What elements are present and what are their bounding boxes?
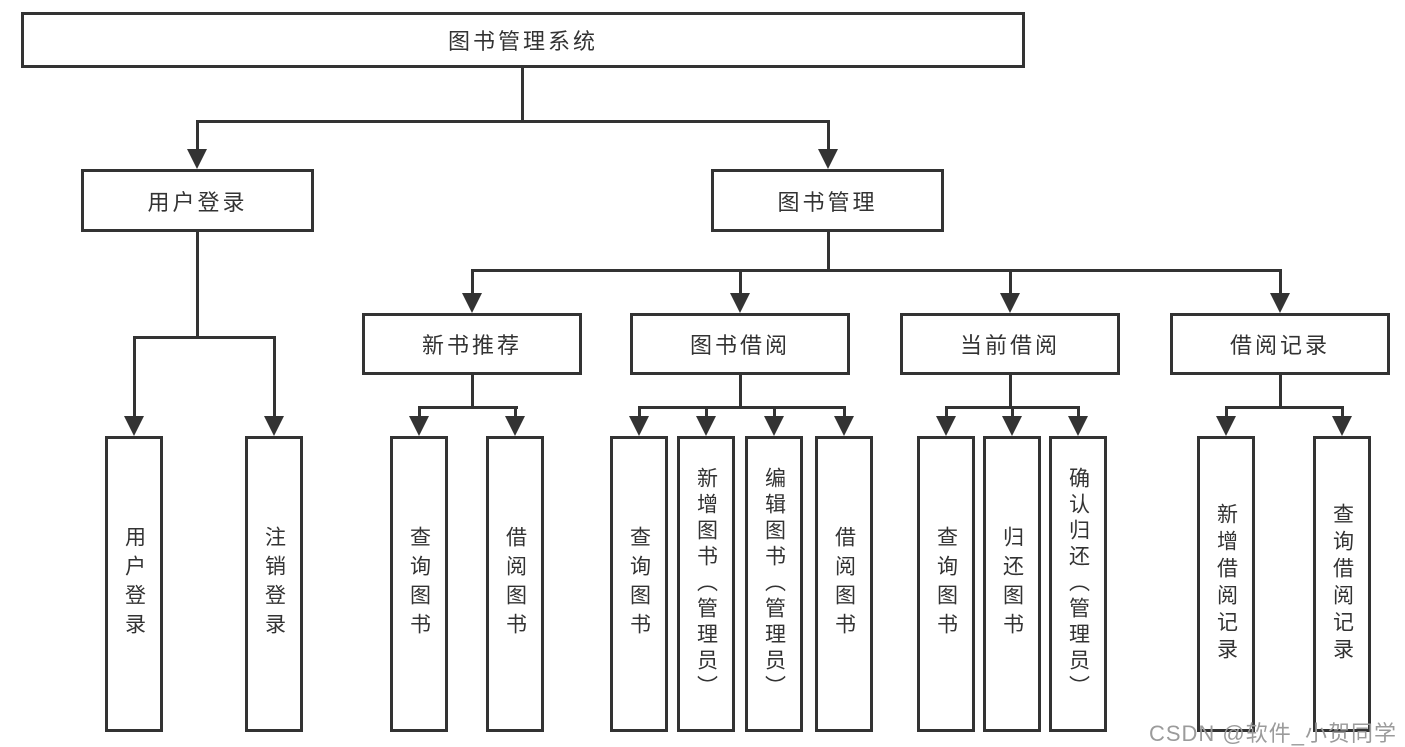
node-library-system: 图书管理系统 <box>21 12 1025 68</box>
arrow-down-icon <box>834 416 854 436</box>
node-label: 新书推荐 <box>421 333 522 358</box>
node-borrowing-records: 借阅记录 <box>1170 313 1390 375</box>
node-new-book-recommend: 新书推荐 <box>362 313 582 375</box>
connector-book-stem <box>827 232 830 272</box>
connector-line <box>471 375 474 409</box>
connector-line <box>418 406 421 418</box>
leaf-return-book: 归还图书 <box>983 436 1041 732</box>
connector-root-stem <box>521 68 524 122</box>
connector-line <box>1279 269 1282 295</box>
leaf-borrow-books: 借阅图书 <box>815 436 873 732</box>
connector-line <box>827 120 830 152</box>
connector-line <box>1009 375 1012 409</box>
connector-line <box>1225 406 1344 409</box>
connector-line <box>1077 406 1080 418</box>
node-label: 注销登录 <box>262 526 286 642</box>
arrow-down-icon <box>730 293 750 313</box>
node-label: 查询图书 <box>407 526 431 642</box>
connector-level2-horizontal <box>196 120 830 123</box>
arrow-down-icon <box>629 416 649 436</box>
arrow-down-icon <box>1216 416 1236 436</box>
leaf-confirm-return-admin: 确认归还（管理员） <box>1049 436 1107 732</box>
leaf-query-borrow-record: 查询借阅记录 <box>1313 436 1371 732</box>
leaf-borrow-books-recommend: 借阅图书 <box>486 436 544 732</box>
connector-line <box>1011 406 1014 418</box>
arrow-down-icon <box>764 416 784 436</box>
connector-line <box>1009 269 1012 295</box>
arrow-down-icon <box>1270 293 1290 313</box>
connector-line <box>638 406 846 409</box>
connector-level3-horizontal <box>471 269 1282 272</box>
arrow-down-icon <box>462 293 482 313</box>
connector-line <box>638 406 641 418</box>
node-label: 查询图书 <box>934 526 958 642</box>
node-label: 确认归还（管理员） <box>1066 467 1090 701</box>
arrow-down-icon <box>505 416 525 436</box>
node-label: 查询图书 <box>627 526 651 642</box>
node-label: 新增图书（管理员） <box>694 467 718 701</box>
leaf-user-login: 用户登录 <box>105 436 163 732</box>
node-label: 当前借阅 <box>959 333 1060 358</box>
node-book-management: 图书管理 <box>711 169 944 232</box>
connector-line <box>418 406 518 409</box>
node-label: 借阅图书 <box>832 526 856 642</box>
leaf-query-books-borrow: 查询图书 <box>610 436 668 732</box>
connector-line <box>945 406 948 418</box>
arrow-down-icon <box>1002 416 1022 436</box>
connector-line <box>1279 375 1282 409</box>
node-label: 编辑图书（管理员） <box>762 467 786 701</box>
connector-line <box>1341 406 1344 418</box>
arrow-down-icon <box>187 149 207 169</box>
arrow-down-icon <box>1068 416 1088 436</box>
connector-line <box>514 406 517 418</box>
leaf-add-book-admin: 新增图书（管理员） <box>677 436 735 732</box>
arrow-down-icon <box>696 416 716 436</box>
node-book-borrowing: 图书借阅 <box>630 313 850 375</box>
connector-user-horizontal <box>133 336 276 339</box>
connector-user-stem <box>196 232 199 339</box>
connector-line <box>739 375 742 409</box>
connector-line <box>471 269 474 295</box>
node-label: 用户登录 <box>122 526 146 642</box>
arrow-down-icon <box>264 416 284 436</box>
node-label: 借阅图书 <box>503 526 527 642</box>
leaf-edit-book-admin: 编辑图书（管理员） <box>745 436 803 732</box>
arrow-down-icon <box>124 416 144 436</box>
leaf-query-books-recommend: 查询图书 <box>390 436 448 732</box>
connector-line <box>133 336 136 418</box>
leaf-add-borrow-record: 新增借阅记录 <box>1197 436 1255 732</box>
arrow-down-icon <box>818 149 838 169</box>
leaf-query-books-current: 查询图书 <box>917 436 975 732</box>
node-user-login-branch: 用户登录 <box>81 169 314 232</box>
node-label: 图书借阅 <box>689 333 790 358</box>
connector-line <box>273 336 276 418</box>
watermark: CSDN @软件_小贺同学 <box>1148 721 1397 746</box>
connector-line <box>843 406 846 418</box>
node-label: 查询借阅记录 <box>1330 503 1354 665</box>
node-label: 借阅记录 <box>1229 333 1330 358</box>
connector-line <box>196 120 199 152</box>
node-label: 图书管理系统 <box>447 29 598 54</box>
node-label: 用户登录 <box>147 189 248 215</box>
leaf-logout: 注销登录 <box>245 436 303 732</box>
node-label: 新增借阅记录 <box>1214 503 1238 665</box>
arrow-down-icon <box>1332 416 1352 436</box>
arrow-down-icon <box>409 416 429 436</box>
arrow-down-icon <box>1000 293 1020 313</box>
connector-line <box>739 269 742 295</box>
arrow-down-icon <box>936 416 956 436</box>
node-current-borrowing: 当前借阅 <box>900 313 1120 375</box>
connector-line <box>705 406 708 418</box>
connector-line <box>773 406 776 418</box>
node-label: 归还图书 <box>1000 526 1024 642</box>
node-label: 图书管理 <box>777 189 878 215</box>
connector-line <box>1225 406 1228 418</box>
